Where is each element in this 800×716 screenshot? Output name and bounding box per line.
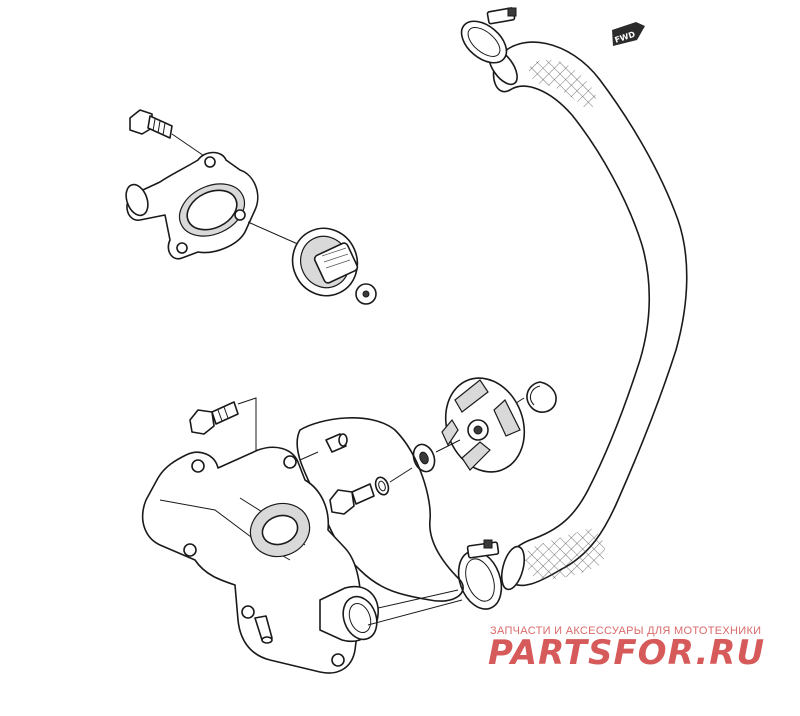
- leader-line: [435, 439, 461, 453]
- watermark: ЗАПЧАСТИ И АКСЕССУАРЫ ДЛЯ МОТОТЕХНИКИ PA…: [488, 625, 765, 673]
- leader-line: [247, 221, 301, 246]
- leader-line: [377, 589, 459, 609]
- pump-bolt-lower: [329, 483, 375, 515]
- dowel-pin: [325, 433, 348, 453]
- thermostat-cover-bolt: [129, 109, 173, 139]
- leader-line: [299, 451, 319, 461]
- lower-hose-clamp: [457, 539, 503, 610]
- pump-bolt-upper: [189, 401, 239, 435]
- upper-hose-clamp: [460, 7, 517, 64]
- washer: [374, 476, 390, 496]
- leader-line: [367, 599, 463, 626]
- thermostat-cover: [125, 151, 259, 260]
- impeller: [441, 377, 526, 473]
- water-pump-housing: [141, 446, 379, 674]
- watermark-brand: PARTSFOR.RU: [488, 633, 765, 673]
- leader-line: [389, 467, 413, 483]
- circlip: [526, 381, 557, 413]
- radiator-hose: [488, 41, 688, 591]
- leader-line: [237, 397, 257, 460]
- watermark-caption: ЗАПЧАСТИ И АКСЕССУАРЫ ДЛЯ МОТОТЕХНИКИ: [490, 625, 761, 637]
- fwd-arrow-icon: FWD: [612, 22, 645, 46]
- thermostat: [291, 227, 377, 305]
